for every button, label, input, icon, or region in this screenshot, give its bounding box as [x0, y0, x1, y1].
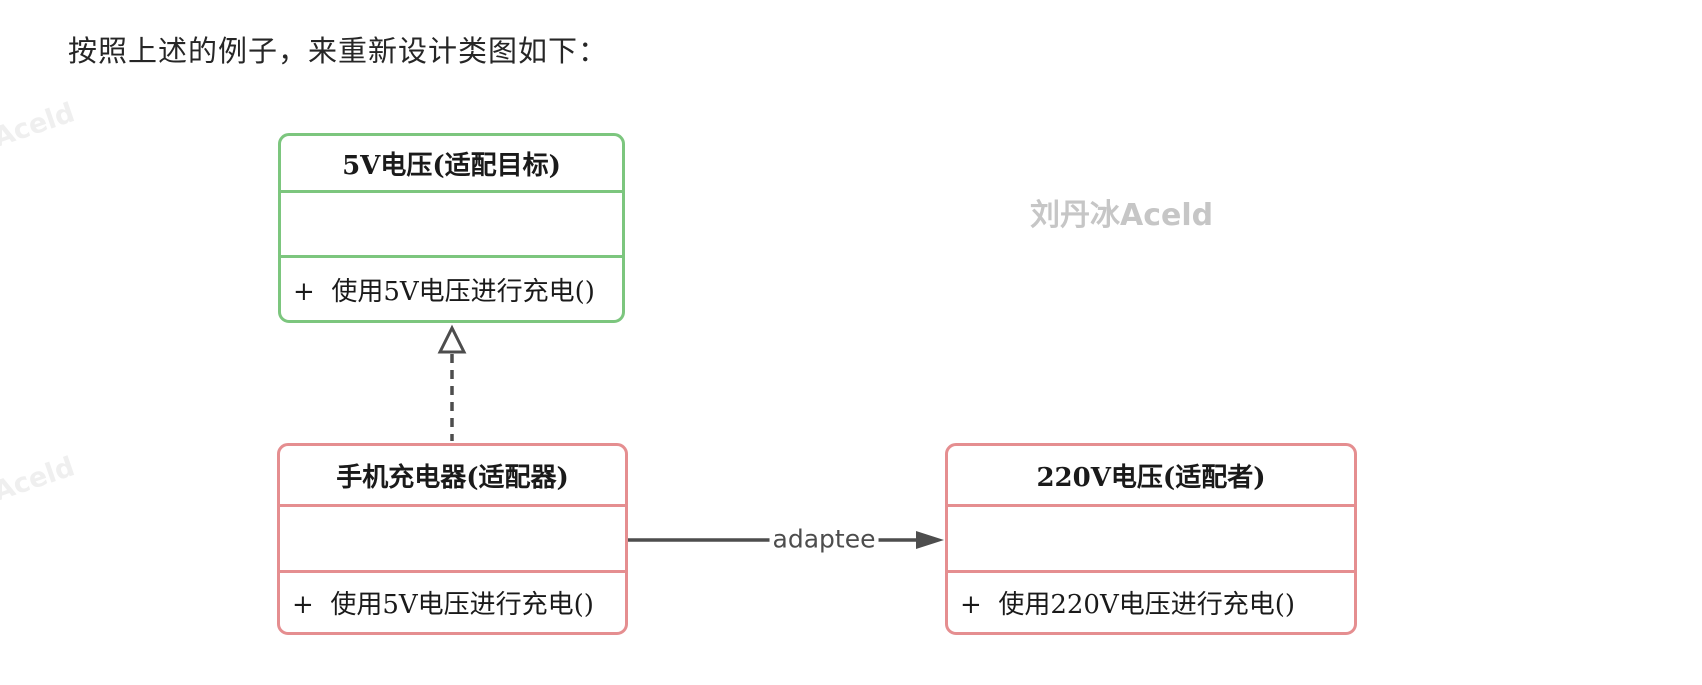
- page-title: 按照上述的例子，来重新设计类图如下：: [68, 34, 609, 68]
- class-attributes-adaptee: [948, 507, 1354, 573]
- realization-connector: [437, 324, 467, 441]
- class-title-adaptee: 220V电压(适配者): [948, 446, 1354, 507]
- hollow-triangle-arrowhead: [437, 324, 467, 354]
- class-box-adapter: 手机充电器(适配器) + 使用5V电压进行充电(): [277, 443, 628, 635]
- watermark-author: 刘丹冰Aceld: [1030, 198, 1214, 233]
- class-box-target: 5V电压(适配目标) + 使用5V电压进行充电(): [278, 133, 625, 323]
- class-attributes-adapter: [280, 507, 625, 573]
- class-method-adapter: + 使用5V电压进行充电(): [292, 590, 594, 620]
- class-title-target: 5V电压(适配目标): [281, 136, 622, 193]
- class-method-adaptee: + 使用220V电压进行充电(): [960, 590, 1296, 620]
- class-title-adapter: 手机充电器(适配器): [280, 446, 625, 507]
- class-attributes-target: [281, 193, 622, 258]
- filled-arrowhead: [916, 531, 944, 549]
- class-box-adaptee: 220V电压(适配者) + 使用220V电压进行充电(): [945, 443, 1357, 635]
- class-method-target: + 使用5V电压进行充电(): [293, 276, 595, 307]
- association-label: adaptee: [769, 524, 879, 554]
